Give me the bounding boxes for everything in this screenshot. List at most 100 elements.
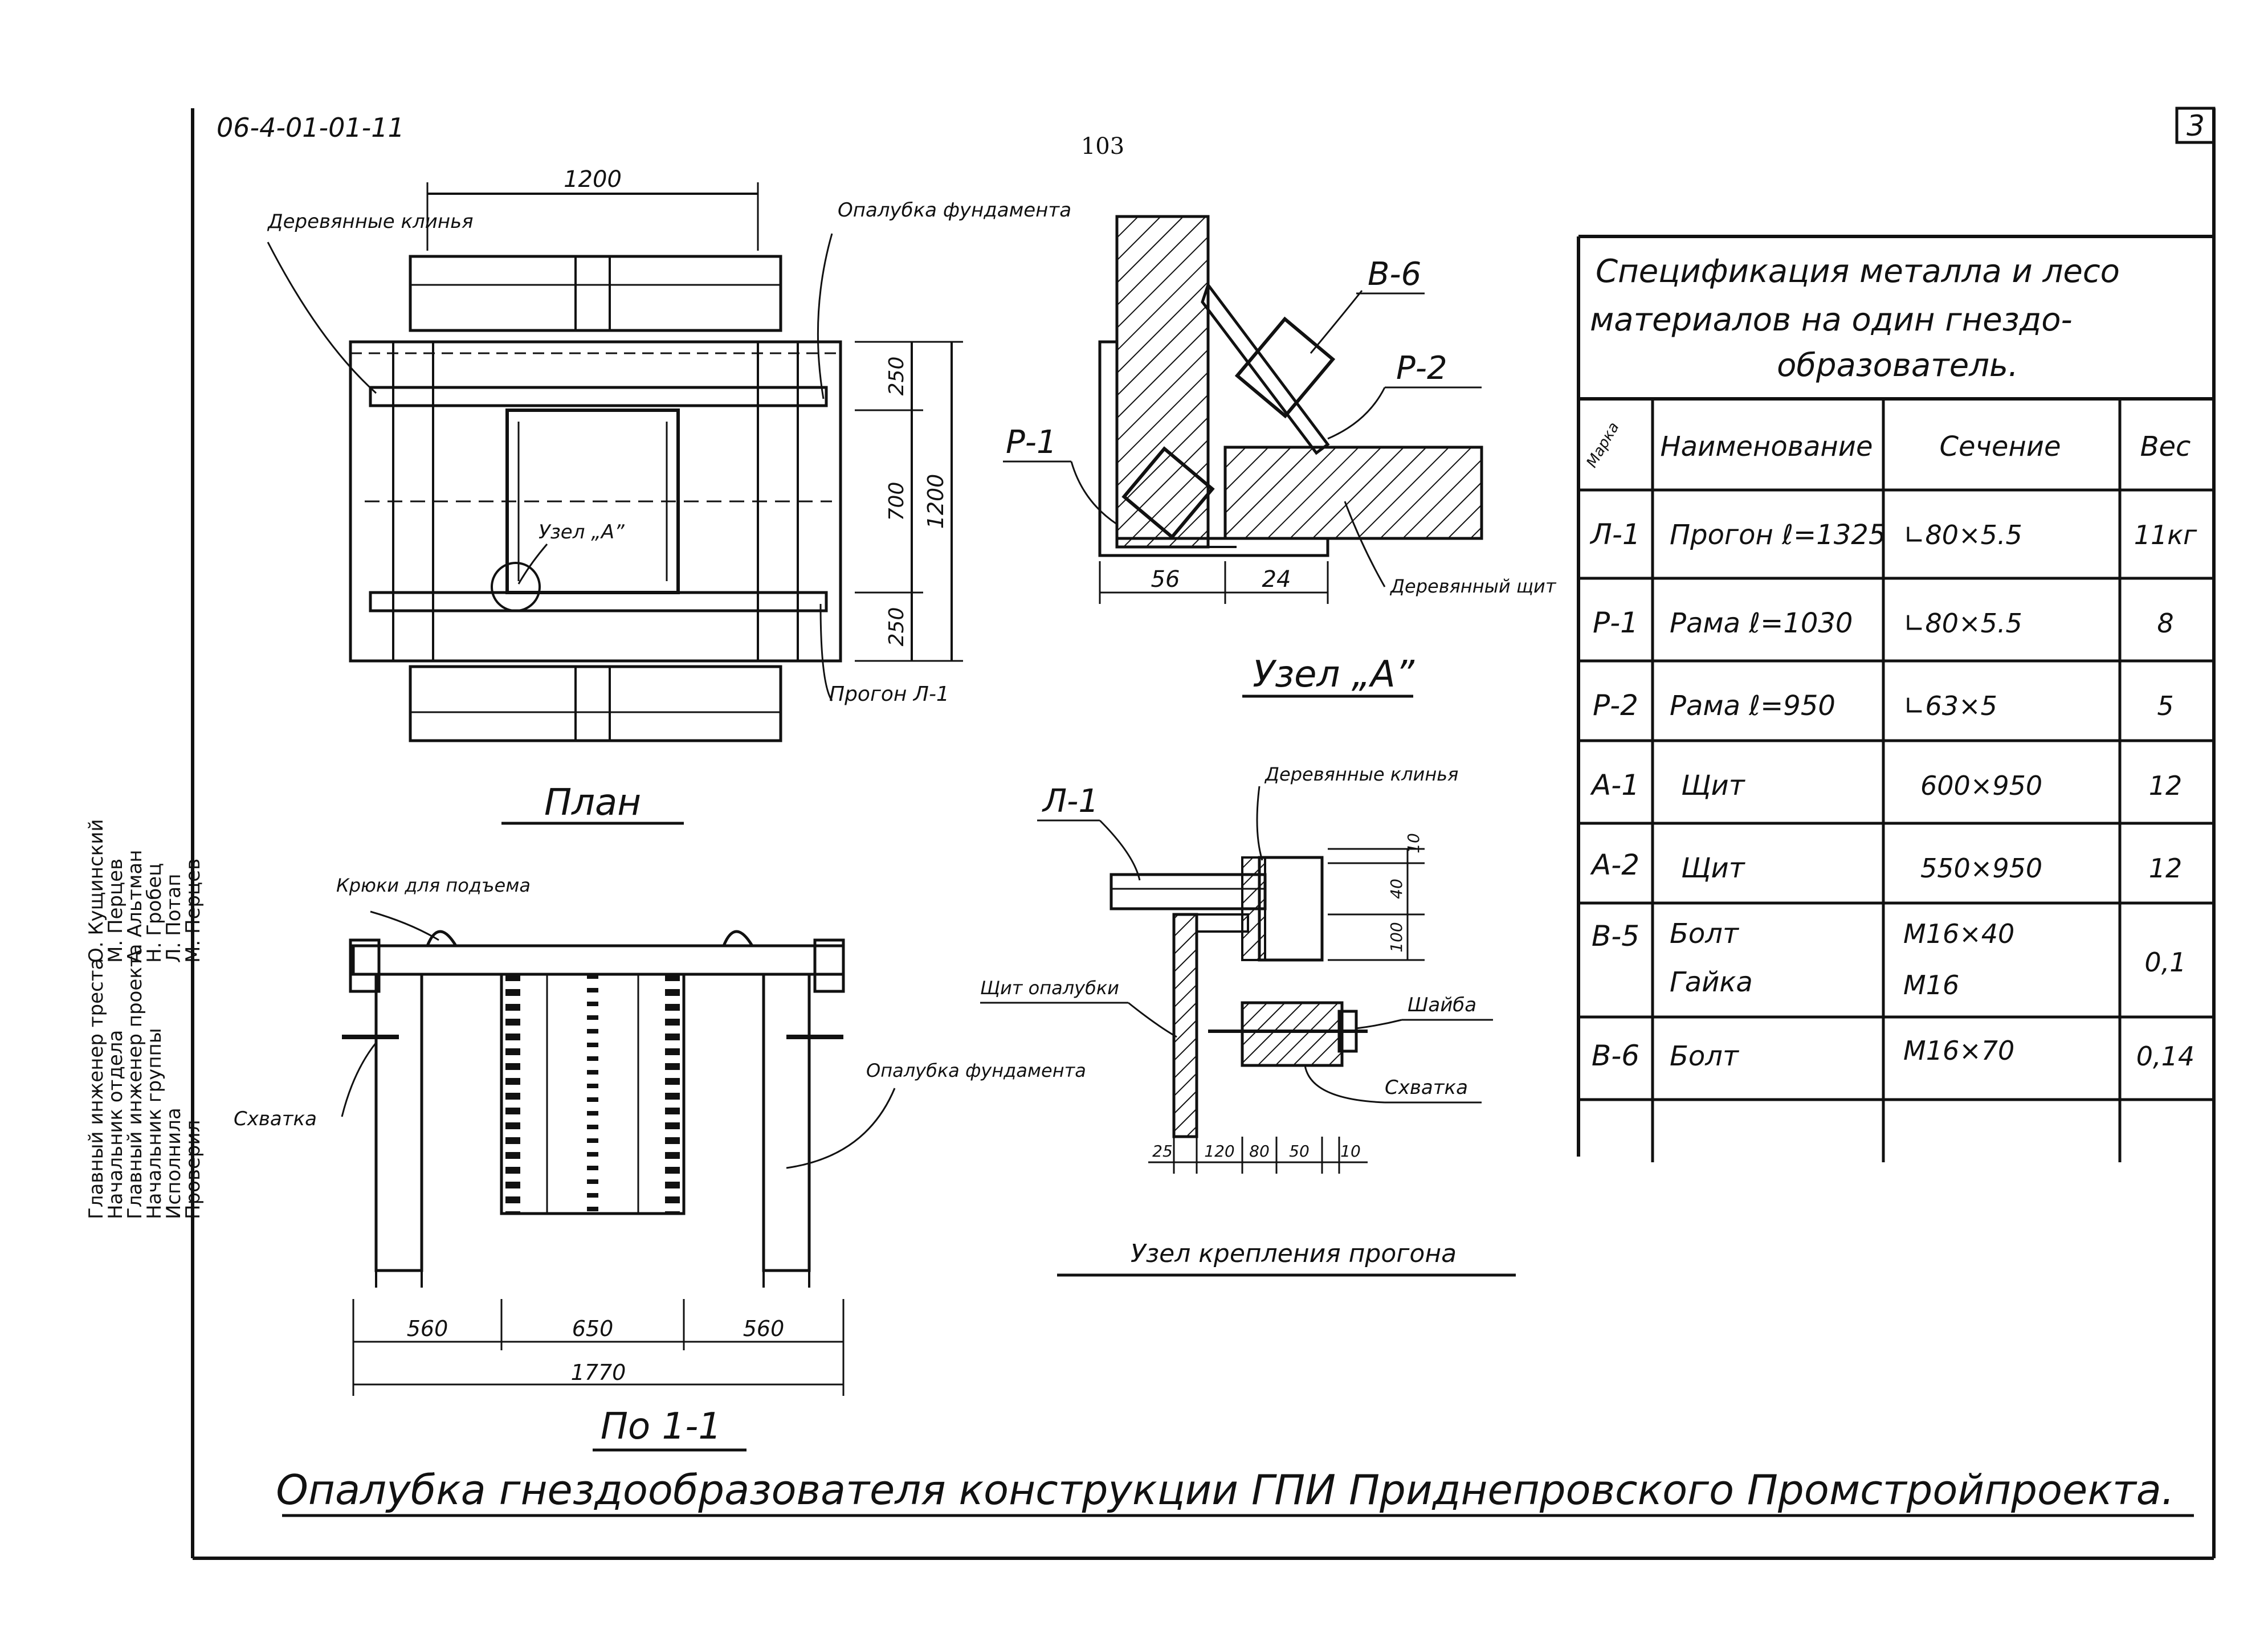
spec-row-4-weight: 12	[2149, 770, 2183, 801]
spec-row-6-name2: Гайка	[1670, 966, 1753, 998]
section-dim-left: 560	[407, 1316, 448, 1341]
plan-title: План	[544, 782, 641, 824]
spec-row-5-section: 550×950	[1920, 853, 2042, 884]
spec-row-3-mark: Р-2	[1593, 689, 1638, 722]
spec-title-line-1: Спецификация металла и лесо	[1596, 253, 2120, 290]
plan-label-node: Узел „А”	[539, 521, 625, 544]
spec-row-2-weight: 8	[2157, 608, 2173, 639]
stamp-role-1: Главный инженер треста	[85, 958, 108, 1219]
spec-row-6-name: Болт	[1670, 918, 1740, 950]
spec-row-2-name: Рама ℓ=1030	[1670, 607, 1853, 639]
purlin-dim-b4: 50	[1289, 1142, 1310, 1161]
purlin-dim-b2: 120	[1204, 1142, 1234, 1161]
stamp-role-4: Начальник группы	[143, 1028, 166, 1219]
node-a-title: Узел „А”	[1253, 653, 1415, 696]
section-dim-mid: 650	[572, 1316, 614, 1341]
stamp-name-6: М. Перцев	[182, 859, 205, 963]
spec-row-3-name: Рама ℓ=950	[1670, 690, 1835, 722]
stamp-name-2: М. Перцев	[104, 859, 127, 963]
section-label-clamp: Схватка	[234, 1108, 317, 1130]
purlin-dim-b5: 10	[1340, 1142, 1361, 1161]
spec-row-4-name: Щит	[1681, 770, 1746, 802]
node-a-marker	[491, 562, 541, 612]
stamp-name-1: О. Кущинский	[85, 819, 108, 963]
plan-dim-top: 1200	[564, 166, 622, 193]
section-label-formwork: Опалубка фундамента	[866, 1060, 1086, 1081]
spec-row-6-weight: 0,1	[2144, 947, 2186, 978]
purlin-label-clamp: Схватка	[1385, 1076, 1468, 1099]
node-a-label-v6: В-6	[1368, 256, 1421, 293]
section-dim-total: 1770	[571, 1360, 626, 1385]
sheet-code: 06-4-01-01-11	[217, 112, 405, 143]
plan-label-formwork: Опалубка фундамента	[838, 199, 1071, 222]
spec-table: Спецификация металла и лесо материалов н…	[1577, 235, 2214, 1162]
spec-row-1-weight: 11кг	[2134, 520, 2197, 550]
main-title: Опалубка гнездообразователя конструкции …	[276, 1466, 2175, 1514]
spec-row-7-mark: В-6	[1592, 1039, 1639, 1072]
side-stamp: Главный инженер треста Начальник отдела …	[85, 819, 205, 1219]
plan-dim-right-total: 1200	[923, 474, 948, 529]
purlin-label-washer: Шайба	[1408, 994, 1476, 1016]
spec-row-1-section: ∟80×5.5	[1903, 520, 2022, 550]
spec-row-5-mark: А-2	[1590, 848, 1639, 881]
spec-row-6-mark: В-5	[1592, 920, 1639, 953]
spec-header-weight: Вес	[2140, 431, 2191, 463]
spec-row-3-weight: 5	[2157, 691, 2173, 721]
purlin-label-wedges: Деревянные клинья	[1264, 763, 1458, 785]
node-a-dim-2: 24	[1262, 566, 1291, 593]
spec-title-line-2: материалов на один гнездо-	[1590, 301, 2073, 338]
node-a-view: 56 24 В-6 Р-2 Р-1 Деревянный щит Узел „А…	[1003, 215, 1557, 698]
purlin-dim-b1: 25	[1152, 1142, 1173, 1161]
plan-dim-right-top: 250	[885, 357, 908, 396]
spec-row-5-weight: 12	[2149, 853, 2183, 884]
sheet-frame	[191, 107, 2216, 1560]
node-purlin-view: 10 40 100 25 120 80 50 10 Л-1 Деревянные…	[980, 763, 1516, 1277]
spec-row-6-section: М16×40	[1903, 918, 2014, 949]
spec-row-2-mark: Р-1	[1593, 606, 1638, 639]
spec-header-name: Наименование	[1660, 431, 1873, 463]
spec-row-6-section2: М16	[1903, 970, 1959, 1000]
plan-dim-right-mid: 700	[885, 482, 908, 521]
node-a-label-r1: Р-1	[1006, 424, 1057, 461]
spec-row-1-name: Прогон ℓ=1325	[1670, 519, 1886, 551]
purlin-title: Узел крепления прогона	[1131, 1239, 1457, 1268]
plan-view: 1200 250 700 250 1200	[267, 166, 1071, 825]
spec-row-1-mark: Л-1	[1589, 518, 1640, 551]
sheet-number: 3	[2187, 109, 2205, 142]
node-a-label-r2: Р-2	[1396, 350, 1447, 387]
section-view: 560 650 560 1770 Крюки для подъема Схват…	[234, 875, 1086, 1452]
plan-label-wedges: Деревянные клинья	[267, 210, 474, 233]
spec-row-4-mark: А-1	[1590, 769, 1639, 802]
stamp-role-3: Главный инженер проекта	[124, 944, 146, 1219]
purlin-dim-v3: 100	[1387, 922, 1406, 952]
plan-dim-right-bottom: 250	[885, 607, 908, 647]
spec-row-5-name: Щит	[1681, 852, 1746, 884]
spec-row-7-name: Болт	[1670, 1040, 1740, 1072]
purlin-dim-v1: 10	[1404, 833, 1423, 853]
purlin-label-l1: Л-1	[1042, 783, 1099, 820]
stamp-role-5: Исполнила	[162, 1108, 185, 1219]
stamp-name-4: Н. Гробец	[143, 863, 166, 963]
sheet-number-box	[2175, 107, 2216, 144]
page-number: 103	[1081, 133, 1124, 160]
node-a-dim-1: 56	[1151, 566, 1180, 593]
spec-title-line-3: образователь.	[1777, 347, 2018, 384]
spec-row-3-section: ∟63×5	[1903, 691, 1997, 721]
spec-header-mark: Марка	[1583, 419, 1622, 471]
purlin-dim-v2: 40	[1387, 879, 1406, 899]
section-title: По 1-1	[601, 1406, 721, 1448]
stamp-role-6: Проверил	[182, 1120, 205, 1219]
plan-label-purlin: Прогон Л-1	[829, 683, 949, 706]
spec-row-7-weight: 0,14	[2136, 1041, 2194, 1072]
spec-row-2-section: ∟80×5.5	[1903, 608, 2022, 639]
section-label-hooks: Крюки для подъема	[336, 875, 531, 896]
purlin-label-shield: Щит опалубки	[980, 977, 1119, 999]
purlin-dim-b3: 80	[1249, 1142, 1270, 1161]
section-dim-right: 560	[743, 1316, 785, 1341]
stamp-name-5: Л. Потап	[162, 874, 185, 963]
node-a-label-shield: Деревянный щит	[1389, 575, 1557, 597]
spec-row-7-section: М16×70	[1903, 1035, 2014, 1066]
stamp-name-3: А. Альтман	[124, 850, 146, 963]
spec-header-section: Сечение	[1939, 431, 2061, 463]
